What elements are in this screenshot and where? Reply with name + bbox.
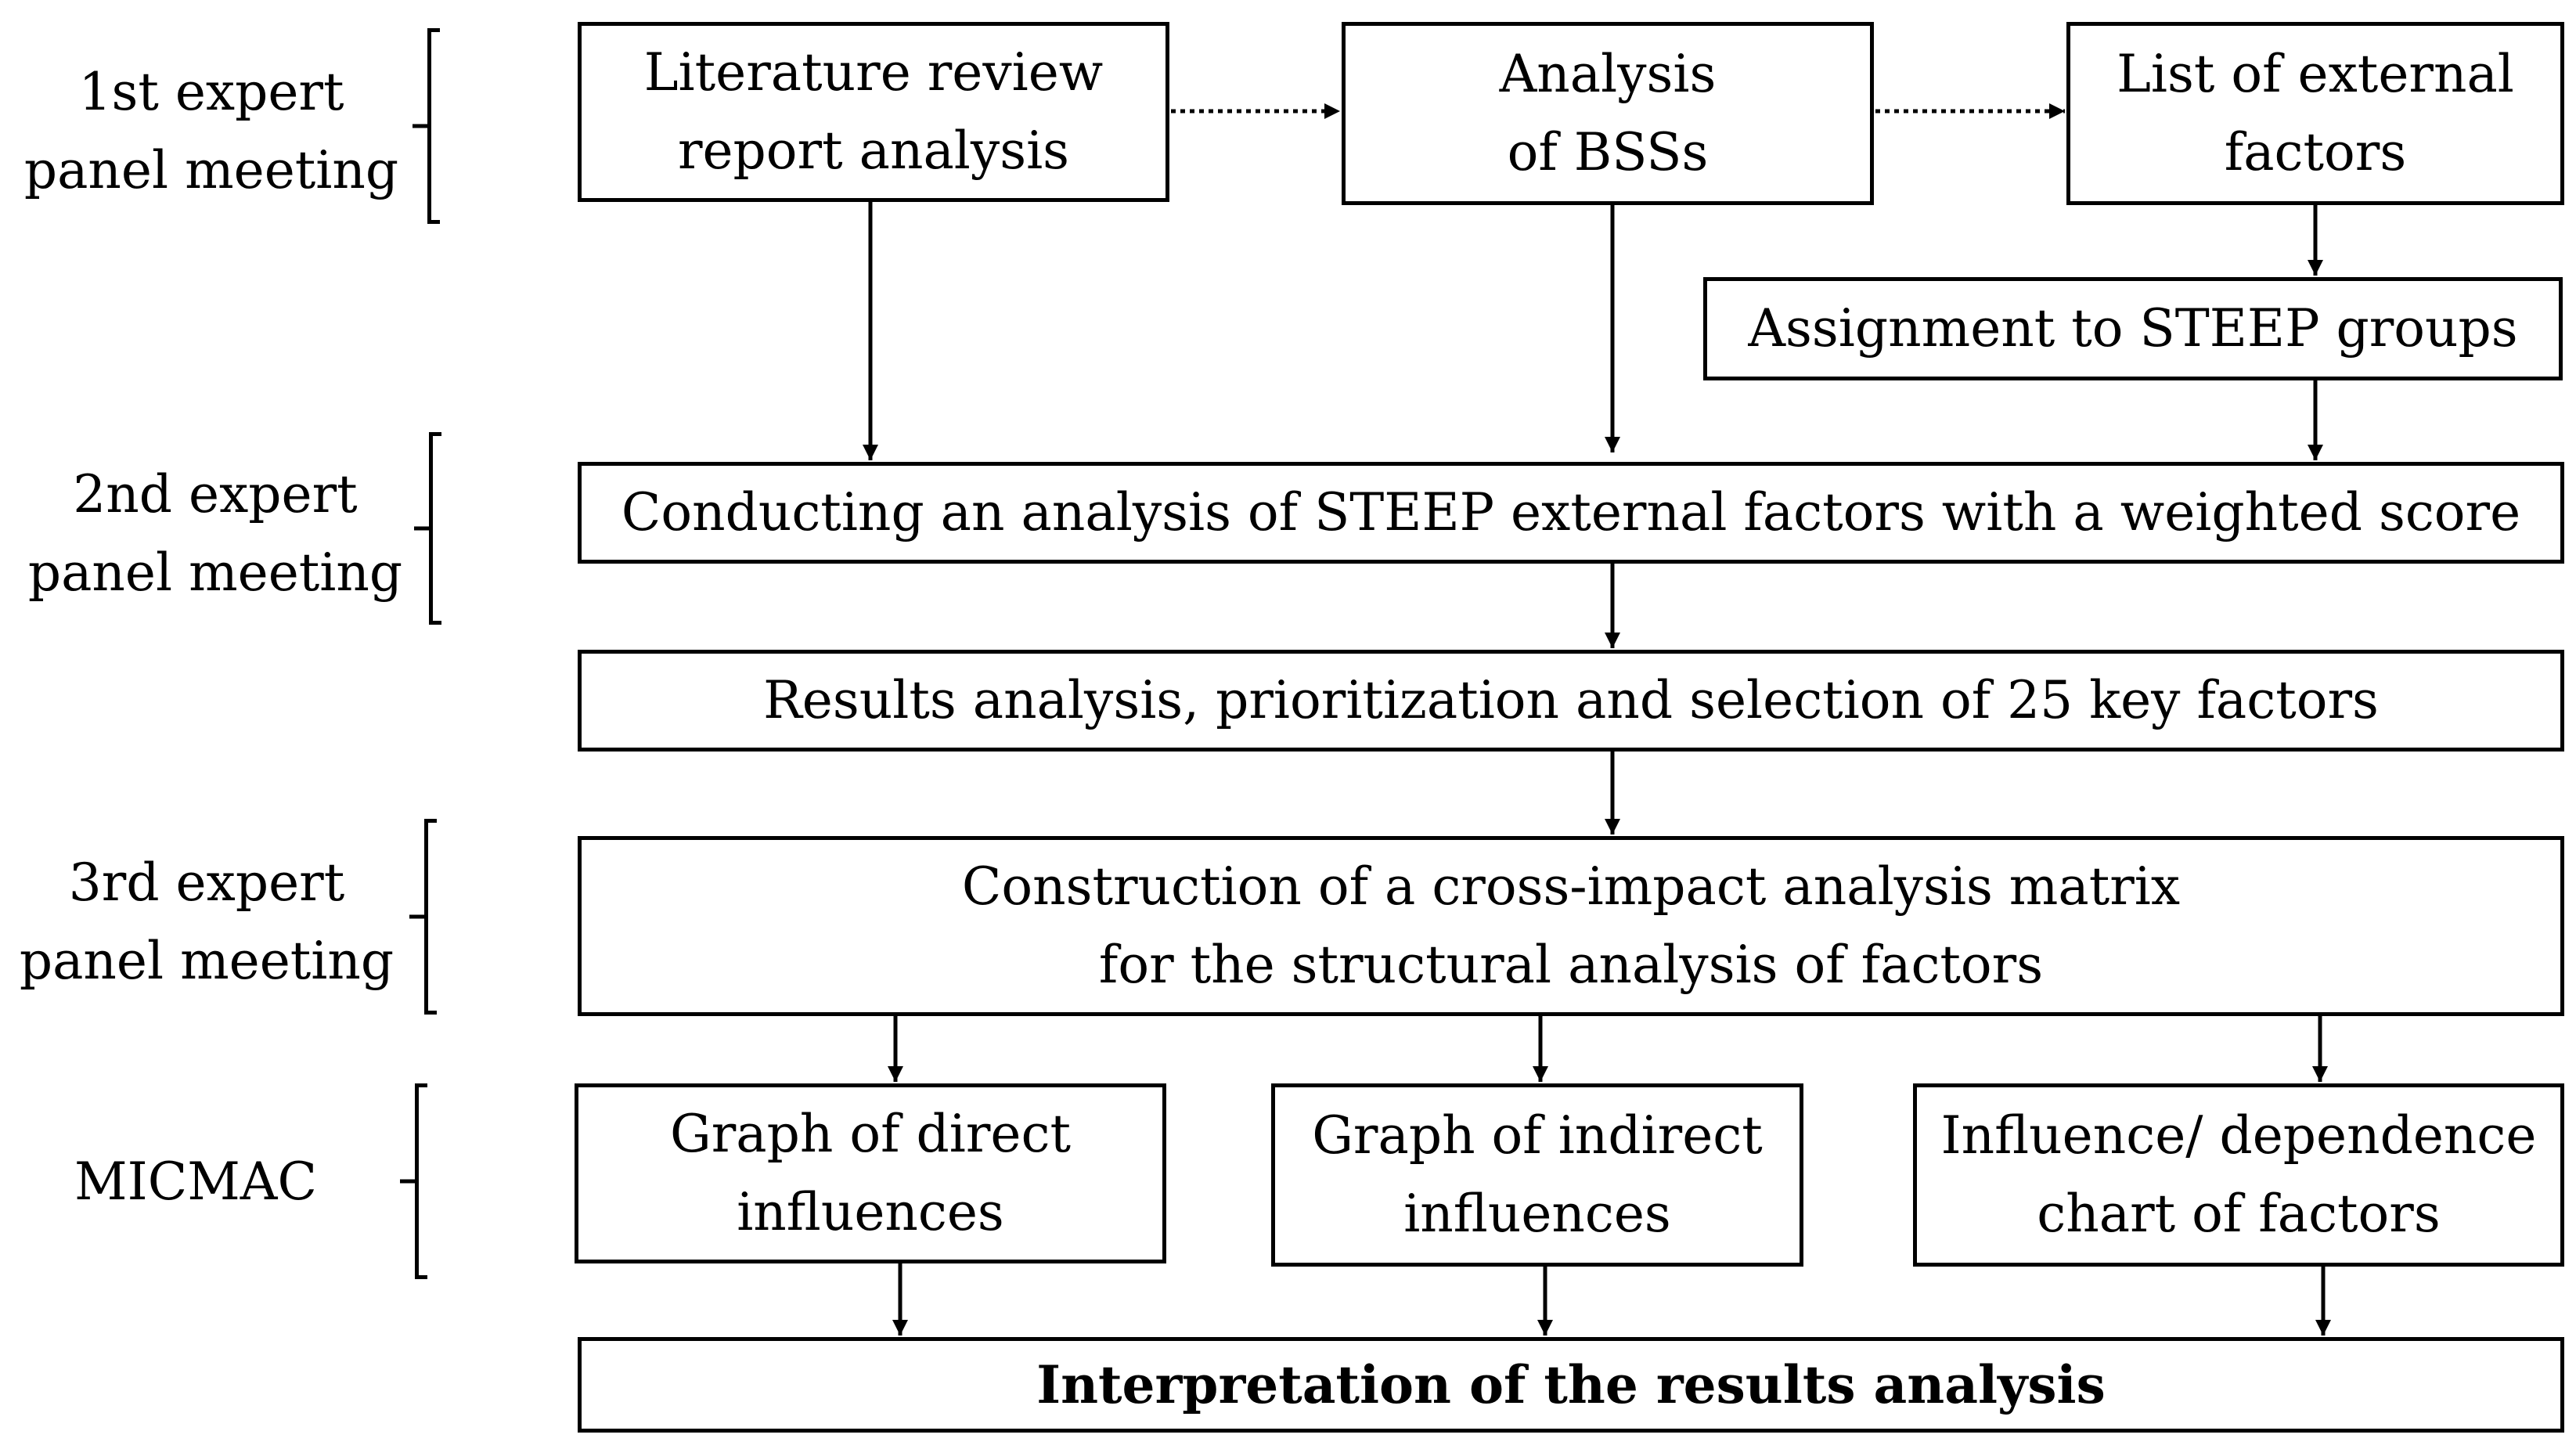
box-interpretation-results: Interpretation of the results analysis [578,1337,2564,1433]
box-text-line: for the structural analysis of factors [1098,935,2044,995]
stage-label-1st-expert-panel: 1st expert panel meeting [16,53,407,210]
stage-label-line: MICMAC [74,1152,317,1212]
stage-label-micmac: MICMAC [31,1143,360,1221]
box-list-external-factors: List of external factors [2066,22,2564,205]
box-text-line: Influence/ dependence [1940,1105,2537,1166]
box-text-line: Interpretation of the results analysis [1036,1354,2106,1415]
box-text-line: Results analysis, prioritization and sel… [763,670,2379,730]
box-influence-dependence-chart: Influence/ dependence chart of factors [1913,1083,2564,1267]
stage-label-line: panel meeting [19,931,395,991]
box-text-line: report analysis [677,121,1070,181]
box-text-line: Graph of direct [670,1104,1071,1164]
box-text-line: Construction of a cross-impact analysis … [961,856,2181,917]
box-text-line: of BSSs [1507,122,1709,182]
box-cross-impact-matrix: Construction of a cross-impact analysis … [578,836,2564,1016]
stage-label-3rd-expert-panel: 3rd expert panel meeting [11,844,402,1000]
stage-label-line: 3rd expert [68,852,345,913]
stage-label-line: 2nd expert [73,464,358,524]
box-graph-direct-influences: Graph of direct influences [575,1083,1166,1263]
stage-label-line: panel meeting [23,140,399,200]
stage-bracket-micmac [415,1083,427,1279]
box-text-line: influences [737,1182,1004,1242]
box-text-line: List of external [2117,44,2514,104]
box-text-line: Conducting an analysis of STEEP external… [621,482,2521,542]
stage-bracket-2 [429,432,441,625]
box-text-line: factors [2224,122,2407,182]
stage-label-2nd-expert-panel: 2nd expert panel meeting [16,456,415,612]
box-literature-review: Literature review report analysis [578,22,1169,202]
stage-label-line: panel meeting [27,542,403,603]
box-text-line: chart of factors [2037,1184,2441,1244]
box-text-line: influences [1403,1184,1671,1244]
box-text-line: Analysis [1499,44,1717,104]
stage-bracket-1 [427,28,440,224]
box-graph-indirect-influences: Graph of indirect influences [1271,1083,1803,1267]
box-text-line: Graph of indirect [1312,1105,1763,1166]
box-text-line: Literature review [643,42,1104,103]
box-analysis-bss: Analysis of BSSs [1342,22,1874,205]
box-assignment-steep-groups: Assignment to STEEP groups [1703,277,2563,380]
box-steep-analysis: Conducting an analysis of STEEP external… [578,462,2564,564]
box-results-analysis: Results analysis, prioritization and sel… [578,650,2564,752]
stage-bracket-3 [424,819,437,1015]
box-text-line: Assignment to STEEP groups [1748,298,2518,359]
stage-label-line: 1st expert [78,62,344,122]
